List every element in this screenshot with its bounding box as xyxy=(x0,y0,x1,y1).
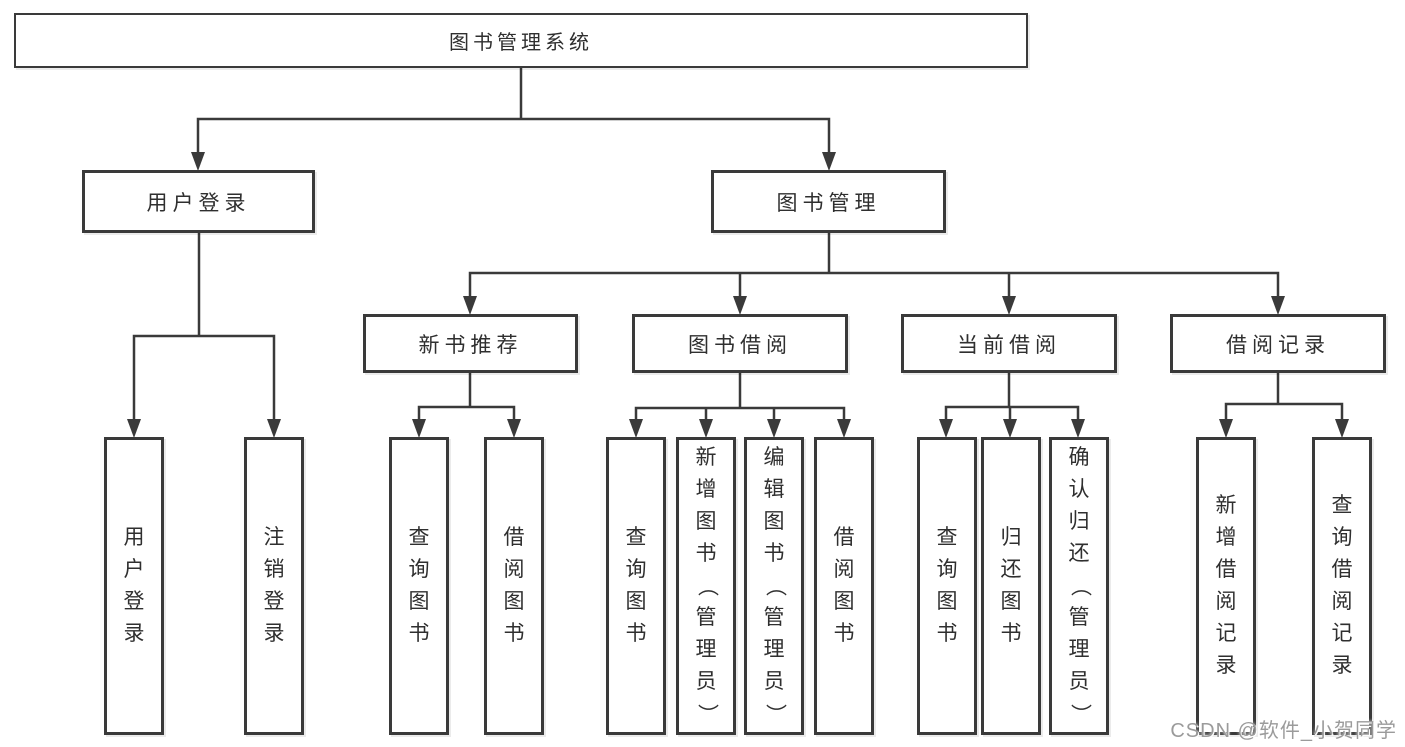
csdn-watermark: CSDN @软件_小贺同学 xyxy=(1170,720,1397,742)
leaf-borrow-book: 借阅图书 xyxy=(814,437,874,735)
leaf-borrow-book-rec-label: 借阅图书 xyxy=(503,526,525,645)
leaf-query-book-borrow-label: 查询图书 xyxy=(625,526,647,645)
node-book-mgmt-label: 图书管理 xyxy=(776,191,881,215)
leaf-add-book-admin-label: 新增图书（管理员） xyxy=(695,446,718,725)
leaf-query-borrow-record: 查询借阅记录 xyxy=(1312,437,1372,735)
node-new-book-rec-label: 新书推荐 xyxy=(418,333,523,357)
leaf-return-book-label: 归还图书 xyxy=(1000,526,1022,645)
leaf-query-borrow-record-label: 查询借阅记录 xyxy=(1331,494,1353,677)
node-book-borrow: 图书借阅 xyxy=(632,314,848,373)
node-new-book-rec: 新书推荐 xyxy=(363,314,578,373)
leaf-query-book-current: 查询图书 xyxy=(917,437,977,735)
leaf-query-book-rec-label: 查询图书 xyxy=(408,526,430,645)
node-borrow-records: 借阅记录 xyxy=(1170,314,1386,373)
leaf-add-book-admin: 新增图书（管理员） xyxy=(676,437,736,735)
node-book-borrow-label: 图书借阅 xyxy=(688,333,792,357)
leaf-query-book-current-label: 查询图书 xyxy=(936,526,958,645)
node-root-label: 图书管理系统 xyxy=(449,32,593,54)
node-book-mgmt: 图书管理 xyxy=(711,170,946,233)
leaf-add-borrow-record-label: 新增借阅记录 xyxy=(1215,494,1237,677)
node-user-login: 用户登录 xyxy=(82,170,315,233)
leaf-query-book-borrow: 查询图书 xyxy=(606,437,666,735)
leaf-confirm-return-admin: 确认归还（管理员） xyxy=(1049,437,1109,735)
arrowheads xyxy=(127,152,1349,438)
leaf-logout-label: 注销登录 xyxy=(263,526,285,645)
leaf-confirm-return-admin-label: 确认归还（管理员） xyxy=(1068,446,1091,725)
node-borrow-records-label: 借阅记录 xyxy=(1226,333,1330,357)
leaf-borrow-book-rec: 借阅图书 xyxy=(484,437,544,735)
leaf-edit-book-admin-label: 编辑图书（管理员） xyxy=(763,446,786,725)
leaf-logout: 注销登录 xyxy=(244,437,304,735)
leaf-user-login-label: 用户登录 xyxy=(123,526,145,645)
leaf-return-book: 归还图书 xyxy=(981,437,1041,735)
node-current-borrow-label: 当前借阅 xyxy=(957,333,1061,357)
node-root: 图书管理系统 xyxy=(14,13,1028,68)
leaf-borrow-book-label: 借阅图书 xyxy=(833,526,855,645)
leaf-query-book-rec: 查询图书 xyxy=(389,437,449,735)
node-user-login-label: 用户登录 xyxy=(146,191,251,215)
leaf-edit-book-admin: 编辑图书（管理员） xyxy=(744,437,804,735)
leaf-user-login: 用户登录 xyxy=(104,437,164,735)
leaf-add-borrow-record: 新增借阅记录 xyxy=(1196,437,1256,735)
node-current-borrow: 当前借阅 xyxy=(901,314,1117,373)
